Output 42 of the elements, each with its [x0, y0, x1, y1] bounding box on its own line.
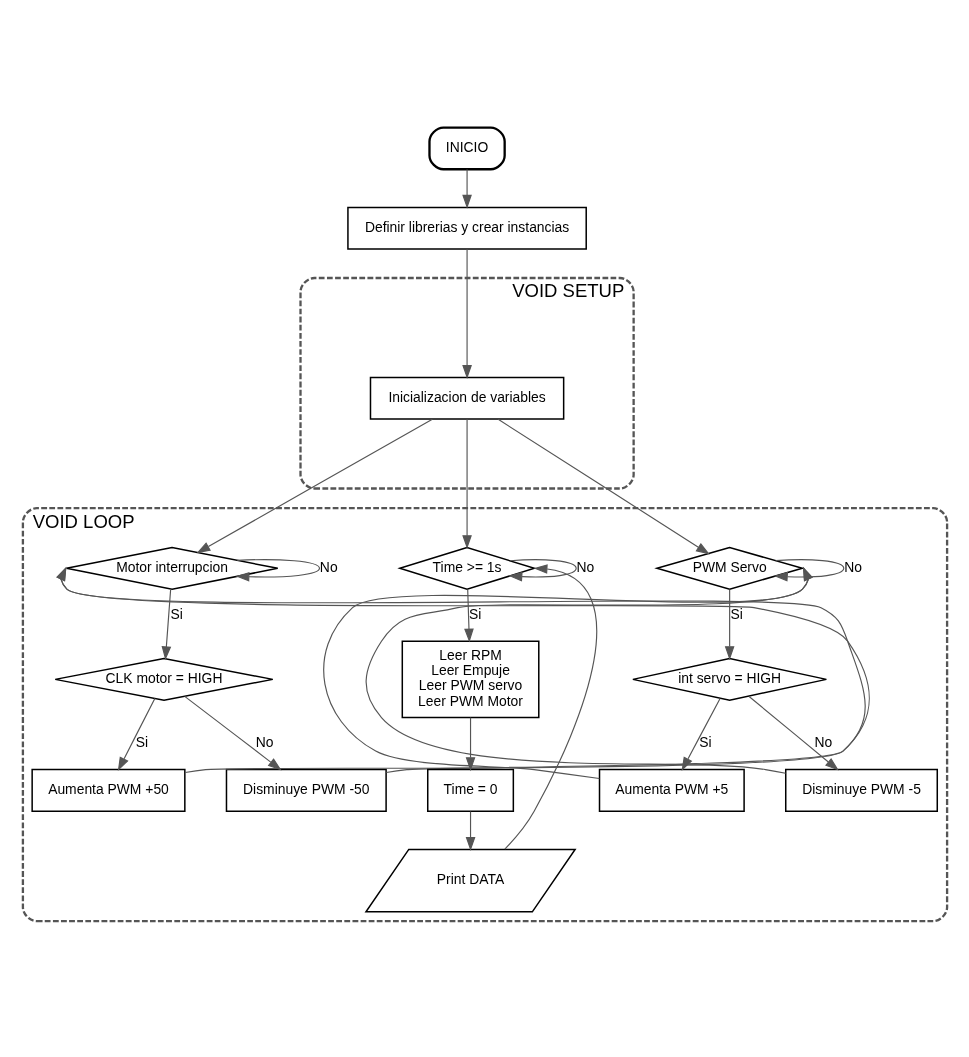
edge-label: No — [319, 558, 338, 575]
arrow — [463, 588, 474, 643]
edge-label: No — [843, 558, 862, 575]
node-box: Aumenta PWM +50 — [30, 768, 186, 812]
node-box: Disminuye PWM -50 — [225, 768, 387, 812]
node-box: INICIO — [427, 125, 506, 170]
edge-label: Si — [729, 605, 743, 622]
node-box: Aumenta PWM +5 — [598, 768, 745, 812]
arrow — [117, 697, 155, 771]
arrow — [461, 248, 472, 379]
node-diamond: PWM Servo — [653, 546, 805, 590]
node-diamond: Motor interrupcion — [65, 546, 278, 590]
node-box: Definir librerias y crear instancias — [346, 206, 587, 250]
node-diamond: Time >= 1s — [396, 546, 537, 590]
edge-label: Si — [468, 605, 481, 622]
arrow — [465, 716, 475, 771]
arrow — [748, 695, 839, 771]
arrow — [503, 563, 597, 850]
arrow — [681, 697, 721, 771]
node-box: Inicializacion de variables — [369, 376, 564, 420]
edge-label: Si — [135, 733, 148, 750]
edge-label: No — [576, 558, 594, 575]
edge-label: No — [813, 733, 832, 750]
arrow — [196, 418, 433, 553]
node-diamond: int servo = HIGH — [631, 657, 827, 701]
node-box: Time = 0 — [426, 768, 514, 812]
arrow — [235, 558, 320, 582]
arrow — [461, 418, 472, 549]
edge-label: Si — [170, 605, 183, 622]
arrow — [507, 558, 577, 582]
node-box: Disminuye PWM -5 — [784, 768, 938, 812]
arrow — [465, 810, 475, 851]
node-diamond: CLK motor = HIGH — [54, 657, 274, 701]
node-box: Leer RPM Leer Empuje Leer PWM servo Leer PWM Motor — [401, 639, 540, 718]
arrow — [724, 588, 734, 660]
arrow — [183, 695, 282, 770]
arrow — [161, 587, 171, 660]
edge-label: No — [255, 733, 274, 750]
edge-label: Si — [698, 733, 712, 750]
arrow — [461, 168, 472, 209]
arrow — [497, 418, 710, 555]
arrow — [773, 558, 844, 582]
